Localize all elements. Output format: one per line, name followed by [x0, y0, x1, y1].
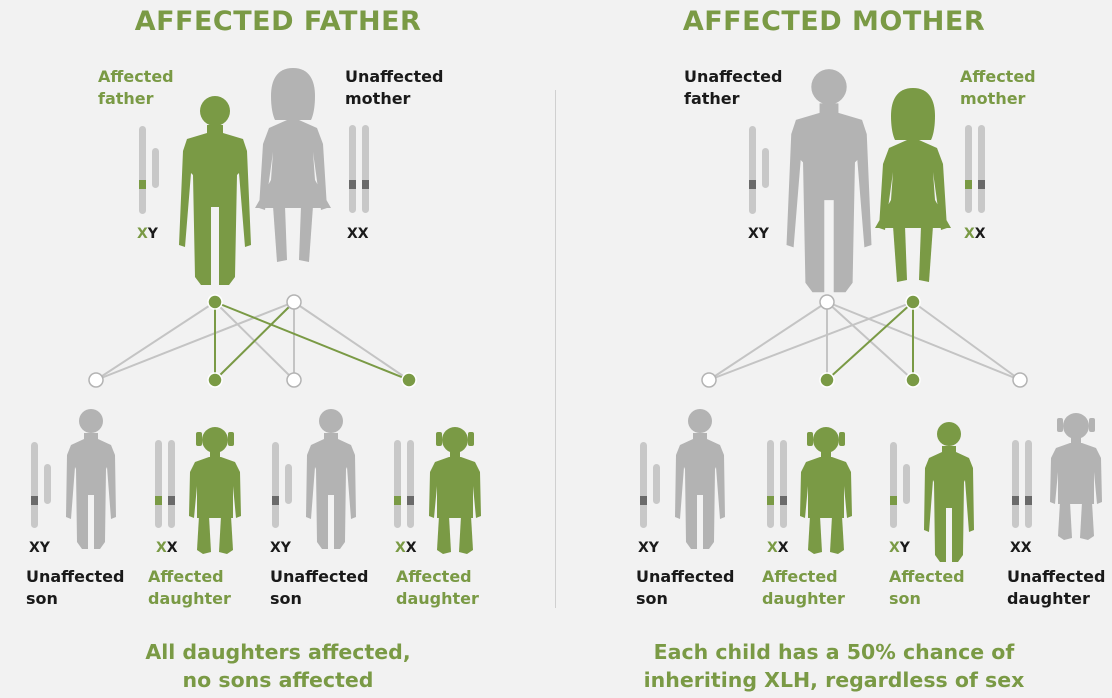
father-chromosomes: [139, 126, 159, 214]
unaffected-father-figure: [786, 69, 872, 293]
left-child-3-genotype: XY: [270, 540, 291, 556]
right-child-1-genotype: XY: [638, 540, 659, 556]
right-mother-genotype: XX: [964, 226, 986, 242]
unaffected-mother-figure: [255, 68, 331, 262]
left-father-label-line1: Affected: [98, 67, 174, 86]
left-caption: All daughters affected, no sons affected: [0, 638, 556, 694]
left-child-1-chromosomes: [31, 442, 51, 528]
right-child-2-genotype: XX: [767, 540, 789, 556]
right-mother-chromosomes: [965, 125, 985, 213]
left-mother-label: Unaffected mother: [345, 66, 443, 110]
left-caption-line1: All daughters affected,: [145, 640, 411, 664]
right-title: AFFECTED MOTHER: [682, 6, 986, 37]
right-child-3-genotype: XY: [889, 540, 910, 556]
left-caption-line2: no sons affected: [182, 668, 374, 692]
left-father-label-line2: father: [98, 89, 154, 108]
right-child-4-genotype: XX: [1010, 540, 1032, 556]
affected-father-figure: [179, 96, 251, 285]
panel-divider: [555, 90, 556, 608]
left-child-2-chromosomes: [155, 440, 175, 528]
father-x-lines: [214, 301, 410, 381]
left-mother-genotype: XX: [347, 226, 369, 242]
left-mother-label-line1: Unaffected: [345, 67, 444, 86]
left-mother-label-line2: mother: [345, 89, 411, 108]
mother-chromosomes: [349, 125, 369, 213]
left-father-genotype: XY: [137, 226, 158, 242]
left-child-4-genotype: XX: [395, 540, 417, 556]
left-child-2-genotype: XX: [156, 540, 178, 556]
right-caption-line1: Each child has a 50% chance of: [653, 640, 1015, 664]
father-x-to-daughters: [214, 301, 295, 381]
mother-allele-lines: [95, 301, 410, 381]
right-father-chromosomes: [749, 126, 769, 214]
affected-mother-figure: [875, 88, 951, 282]
right-caption: Each child has a 50% chance of inheritin…: [556, 638, 1112, 694]
left-child-3-chromosomes: [272, 442, 292, 528]
right-father-genotype: XY: [748, 226, 769, 242]
left-father-label: Affected father: [98, 66, 174, 110]
right-caption-line2: inheriting XLH, regardless of sex: [643, 668, 1025, 692]
left-title: AFFECTED FATHER: [134, 6, 422, 37]
left-child-4-chromosomes: [394, 440, 414, 528]
left-child-1-genotype: XY: [29, 540, 50, 556]
